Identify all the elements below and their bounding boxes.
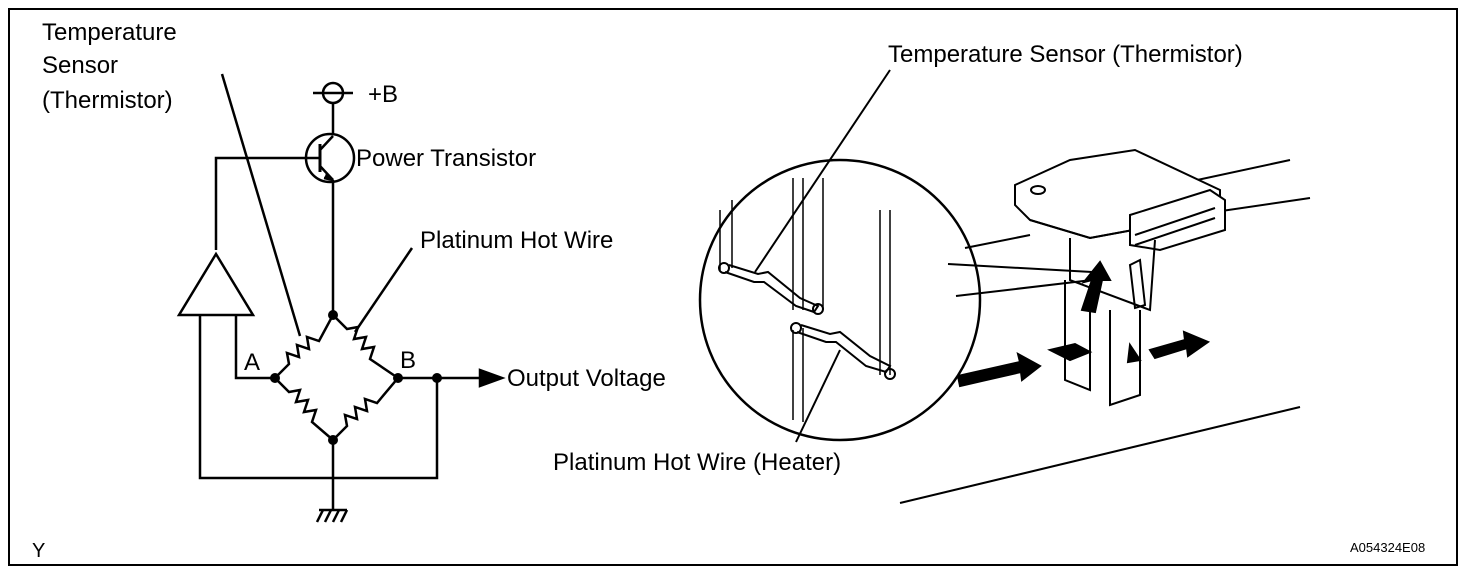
air-flow-meter-icon bbox=[1014, 148, 1226, 407]
lower-right-resistor-icon bbox=[332, 377, 399, 441]
circuit-nodes bbox=[270, 310, 442, 445]
output-arrow-icon bbox=[478, 368, 506, 388]
lower-left-resistor-icon bbox=[274, 377, 334, 441]
sensor-illustration bbox=[698, 69, 1311, 504]
figure-code: A054324E08 bbox=[1350, 540, 1426, 555]
temp-sensor-right-label: Temperature Sensor (Thermistor) bbox=[888, 41, 1243, 68]
temp-sensor-label-line1: Temperature bbox=[42, 19, 177, 46]
base-wire bbox=[214, 156, 308, 250]
power-transistor-icon bbox=[304, 132, 356, 184]
thermistor-resistor-icon bbox=[274, 314, 335, 379]
amp-input-a-wire bbox=[234, 315, 275, 380]
node-a-label: A bbox=[244, 349, 261, 376]
thermistor-right-leader bbox=[754, 69, 891, 273]
plus-b-terminal-icon bbox=[313, 81, 353, 134]
thermistor-element-icon bbox=[718, 262, 824, 315]
ground-icon bbox=[315, 508, 349, 523]
heater-element-icon bbox=[790, 322, 896, 380]
temp-sensor-label-line3: (Thermistor) bbox=[42, 87, 173, 114]
corner-letter: Y bbox=[32, 540, 46, 562]
amplifier-icon bbox=[176, 251, 256, 317]
diagram-frame: Temperature Sensor (Thermistor) +B Power… bbox=[8, 8, 1458, 566]
diagram-drawing bbox=[176, 69, 1311, 523]
hot-wire-resistor-icon bbox=[332, 314, 399, 380]
output-voltage-label: Output Voltage bbox=[507, 365, 666, 392]
magnifier-circle bbox=[698, 158, 982, 442]
node-b-label: B bbox=[400, 347, 417, 374]
airflow-arrows-icon bbox=[956, 260, 1211, 388]
heater-right-leader bbox=[795, 349, 841, 443]
hot-wire-leader bbox=[353, 247, 414, 333]
platinum-hot-wire-label: Platinum Hot Wire bbox=[420, 227, 614, 254]
power-transistor-label: Power Transistor bbox=[356, 145, 537, 172]
temp-sensor-leader bbox=[220, 73, 302, 337]
temp-sensor-label-line2: Sensor bbox=[42, 52, 119, 79]
circuit-schematic bbox=[176, 73, 506, 523]
plus-b-label: +B bbox=[368, 81, 399, 108]
amp-feedback-wire bbox=[198, 315, 439, 480]
platinum-heater-label: Platinum Hot Wire (Heater) bbox=[553, 449, 842, 476]
